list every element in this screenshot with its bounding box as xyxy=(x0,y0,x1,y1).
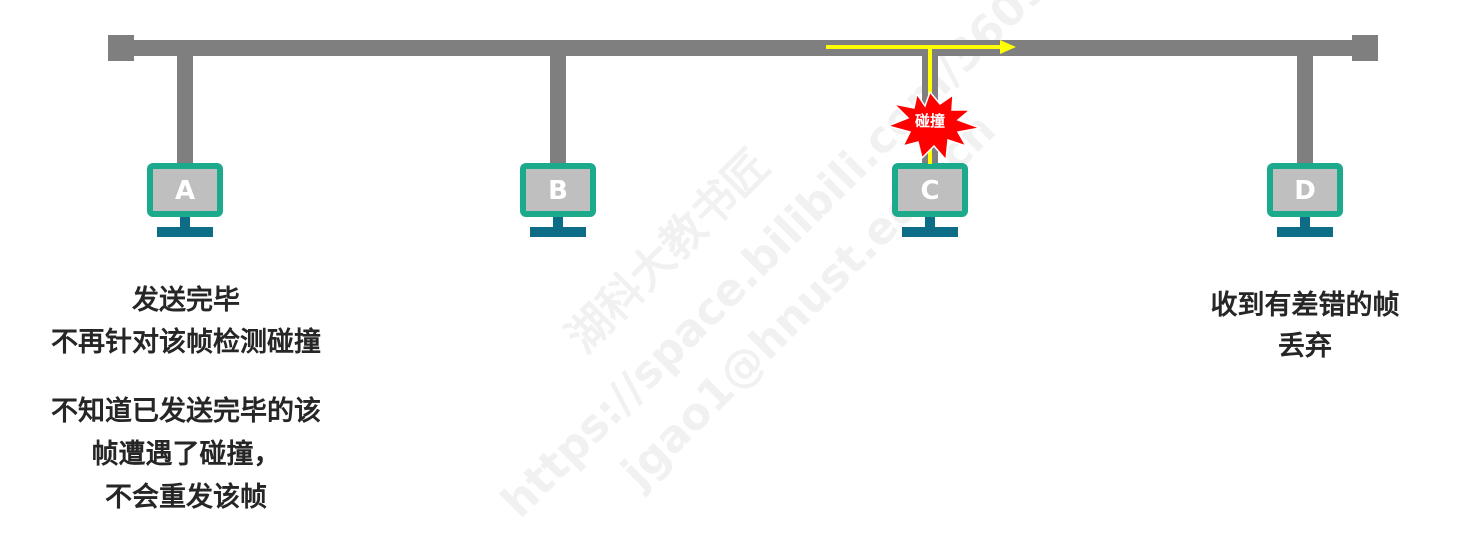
host-c-stand xyxy=(925,217,935,227)
host-b-screen xyxy=(520,163,596,217)
host-a-label: A xyxy=(175,176,195,206)
host-a-caption-1: 发送完毕 xyxy=(132,285,240,316)
host-a-caption-3: 不知道已发送完毕的该 xyxy=(51,396,321,427)
host-b-stand xyxy=(553,217,563,227)
host-a-caption-2: 不再针对该帧检测碰撞 xyxy=(51,327,321,358)
drop-line-a xyxy=(177,56,193,166)
host-b-label: B xyxy=(548,176,568,206)
host-a-screen xyxy=(147,163,223,217)
host-d-base xyxy=(1277,227,1333,237)
host-d: D xyxy=(1267,163,1343,237)
host-c: C xyxy=(892,163,968,237)
collision-burst-shape xyxy=(885,90,983,162)
watermark: 湖科大教书匠 https://space.bilibili.com/360996… xyxy=(492,0,1168,528)
host-b-base xyxy=(530,227,586,237)
bus xyxy=(108,35,1378,61)
host-a-caption-4: 帧遭遇了碰撞， xyxy=(91,439,281,470)
host-d-label: D xyxy=(1294,176,1316,206)
host-c-label: C xyxy=(920,176,939,206)
drop-line-d xyxy=(1297,56,1313,166)
collision-burst: 碰撞 xyxy=(885,90,983,162)
host-a-caption-5: 不会重发该帧 xyxy=(105,482,267,513)
host-a-stand xyxy=(180,217,190,227)
host-a-base xyxy=(157,227,213,237)
bus-terminator-left xyxy=(108,35,134,61)
host-a: A xyxy=(147,163,223,237)
host-b: B xyxy=(520,163,596,237)
host-d-stand xyxy=(1300,217,1310,227)
host-d-caption-1: 收到有差错的帧 xyxy=(1210,290,1400,321)
host-d-screen xyxy=(1267,163,1343,217)
host-c-base xyxy=(902,227,958,237)
bus-line xyxy=(108,40,1378,56)
host-d-caption-2: 丢弃 xyxy=(1278,331,1332,362)
host-c-screen xyxy=(892,163,968,217)
bus-terminator-right xyxy=(1352,35,1378,61)
collision-label: 碰撞 xyxy=(915,112,945,130)
drop-line-b xyxy=(550,56,566,166)
signal-arrowhead xyxy=(1000,40,1016,54)
